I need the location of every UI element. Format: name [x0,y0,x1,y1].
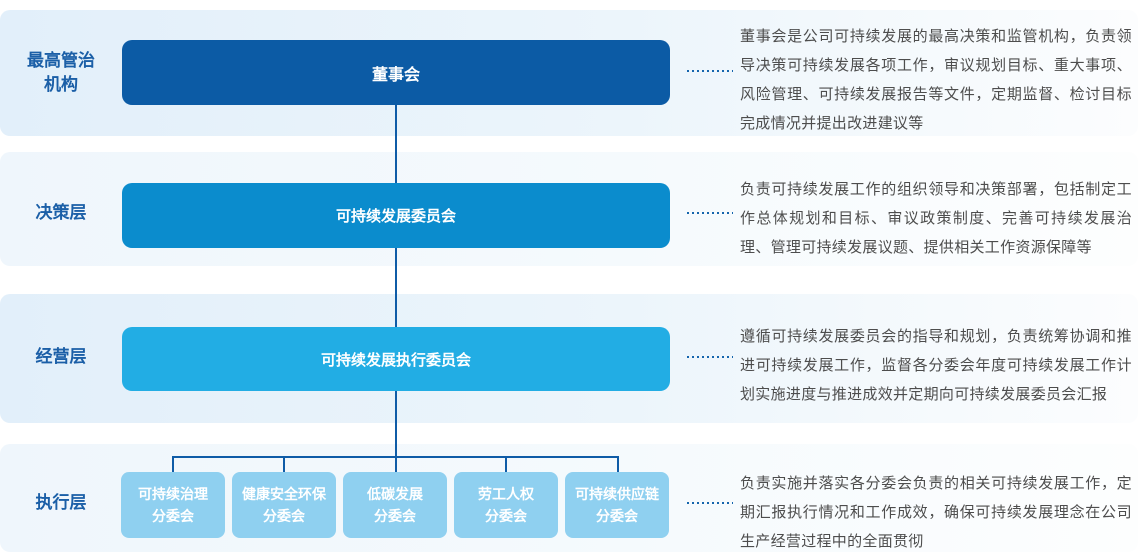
connector-subcommittee-bus [172,456,619,458]
dotted-leader-governance [687,70,733,72]
org-box-subcommittee-hse: 健康安全环保 分委会 [232,472,336,538]
org-box-subcommittee-governance: 可持续治理 分委会 [121,472,225,538]
connector-drop-4 [505,456,507,472]
dotted-leader-decision [687,212,733,214]
org-box-exec-committee: 可持续发展执行委员会 [122,327,670,391]
connector-drop-2 [283,456,285,472]
level-label-operation: 经营层 [35,347,87,366]
org-box-subcommittee-labor-rights: 劳工人权 分委会 [454,472,558,538]
org-box-subcommittee-supply-chain: 可持续供应链 分委会 [565,472,669,538]
connector-drop-5 [617,456,619,472]
connector-exec-to-subcommittees [395,391,397,472]
level-label-governance: 最高管治 机构 [27,51,95,94]
level-description-decision: 负责可持续发展工作的组织领导和决策部署，包括制定工作总体规划和目标、审议政策制度… [740,181,1132,256]
level-description-operation: 遵循可持续发展委员会的指导和规划，负责统筹协调和推进可持续发展工作，监督各分委会… [740,328,1132,403]
org-box-subcommittee-low-carbon: 低碳发展 分委会 [343,472,447,538]
level-label-execution: 执行层 [35,493,87,512]
level-label-decision: 决策层 [35,203,87,222]
dotted-leader-operation [687,356,733,358]
org-box-sustainability-committee: 可持续发展委员会 [122,183,670,248]
connector-committee-to-exec [395,248,397,327]
org-box-board: 董事会 [122,40,670,105]
connector-drop-1 [172,456,174,472]
connector-board-to-committee [395,105,397,183]
dotted-leader-execution [687,502,733,504]
level-description-execution: 负责实施并落实各分委会负责的相关可持续发展工作，定期汇报执行情况和工作成效，确保… [740,475,1132,550]
level-description-governance: 董事会是公司可持续发展的最高决策和监管机构，负责领导决策可持续发展各项工作，审议… [740,28,1132,132]
